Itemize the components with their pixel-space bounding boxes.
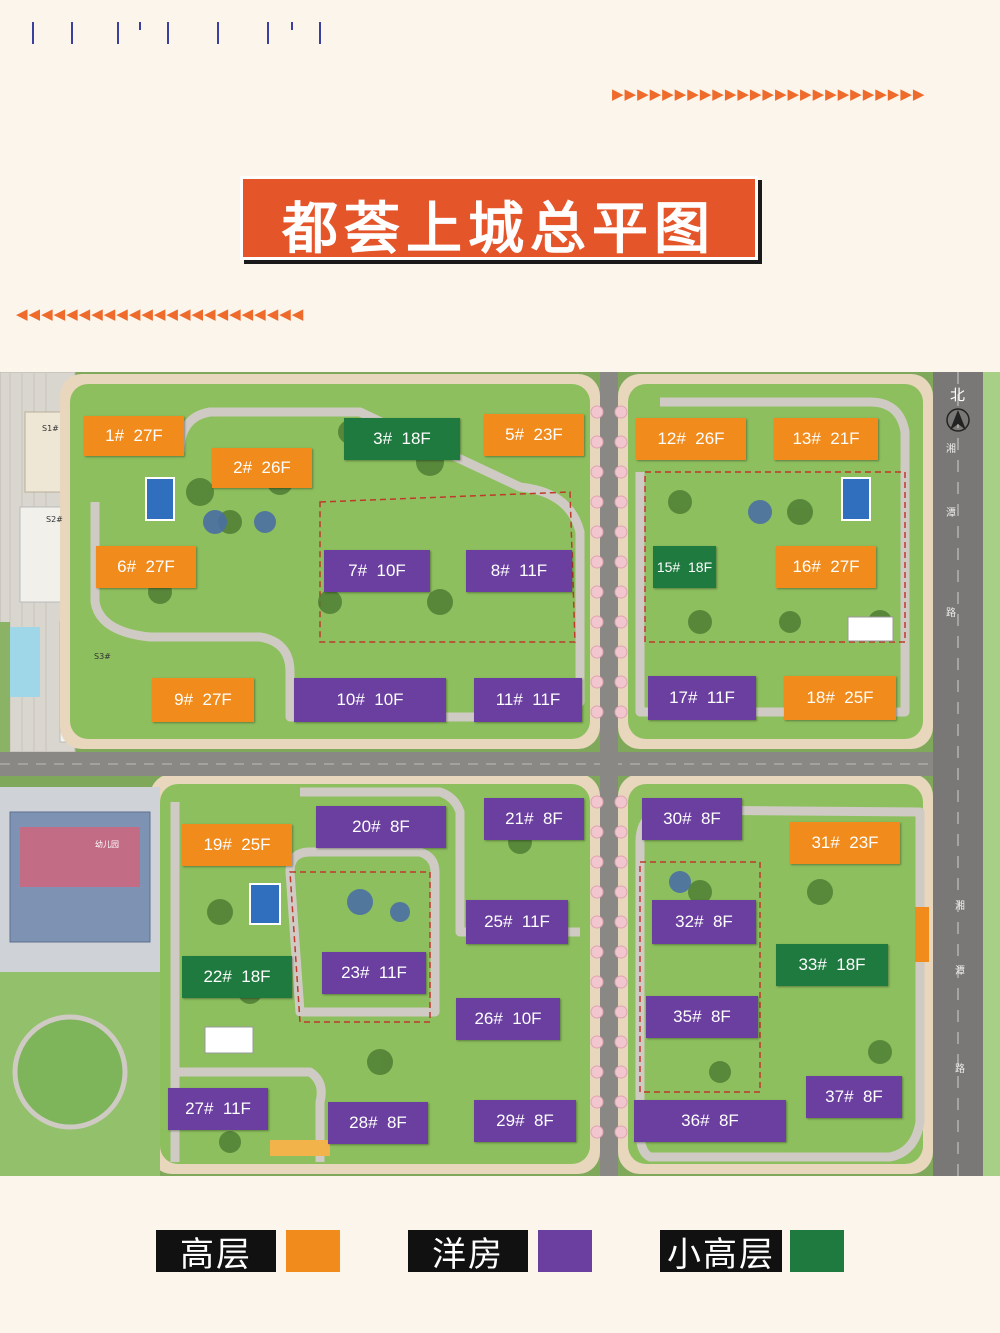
road-label-5: 潭 [955,966,965,977]
building-35: 35# 8F [646,996,758,1038]
building-31: 31# 23F [790,822,900,864]
decorative-arrows-left: ◀◀◀◀◀◀◀◀◀◀◀◀◀◀◀◀◀◀◀◀◀◀◀ [16,305,305,323]
building-2: 2# 26F [212,448,312,488]
decorative-arrows-right: ▶▶▶▶▶▶▶▶▶▶▶▶▶▶▶▶▶▶▶▶▶▶▶▶▶ [612,85,926,103]
building-12: 12# 26F [636,418,746,460]
building-6: 6# 27F [96,546,196,588]
building-27: 27# 11F [168,1088,268,1130]
building-28: 28# 8F [328,1102,428,1144]
page-title: 都荟上城总平图 [282,197,716,262]
road-label-6: 路 [955,1064,965,1075]
road-label-1: 湘 [946,444,956,455]
building-11: 11# 11F [474,678,582,722]
road-label-4: 湘 [955,901,965,912]
building-10: 10# 10F [294,678,446,722]
site-plan-map: 北 湘 潭 路 湘 潭 路 S1# S2# S3# 幼儿园 1# 27F 2# … [0,372,1000,1176]
building-30: 30# 8F [642,798,742,840]
decorative-ticks [32,22,321,44]
building-25: 25# 11F [466,900,568,944]
building-3: 3# 18F [344,418,460,460]
building-37: 37# 8F [806,1076,902,1118]
building-18: 18# 25F [784,676,896,720]
side-label-s2: S2# [46,515,63,524]
legend-label-highrise: 高层 [156,1230,276,1275]
legend-swatch-villa [538,1230,592,1272]
legend-label-midrise: 小高层 [660,1230,782,1275]
building-8: 8# 11F [466,550,572,592]
building-1: 1# 27F [84,416,184,456]
building-19: 19# 25F [182,824,292,866]
site-plan-background [0,372,1000,1176]
building-36: 36# 8F [634,1100,786,1142]
side-label-s1: S1# [42,424,59,433]
building-20: 20# 8F [316,806,446,848]
building-33: 33# 18F [776,944,888,986]
building-15: 15# 18F [653,546,716,588]
building-32: 32# 8F [652,900,756,944]
legend-swatch-midrise [790,1230,844,1272]
building-23: 23# 11F [322,952,426,994]
building-21: 21# 8F [484,798,584,840]
building-29: 29# 8F [474,1100,576,1142]
road-label-3: 路 [946,608,956,619]
kindergarten-label: 幼儿园 [95,840,119,849]
building-7: 7# 10F [324,550,430,592]
building-13: 13# 21F [774,418,878,460]
building-9: 9# 27F [152,678,254,722]
building-5: 5# 23F [484,414,584,456]
building-17: 17# 11F [648,676,756,720]
north-label: 北 [950,386,966,404]
building-16: 16# 27F [776,546,876,588]
side-label-s3: S3# [94,652,111,661]
legend-label-villa: 洋房 [408,1230,528,1275]
road-label-2: 潭 [946,508,956,519]
legend-swatch-highrise [286,1230,340,1272]
building-26: 26# 10F [456,998,560,1040]
title-banner: 都荟上城总平图 [240,176,758,262]
building-22: 22# 18F [182,956,292,998]
